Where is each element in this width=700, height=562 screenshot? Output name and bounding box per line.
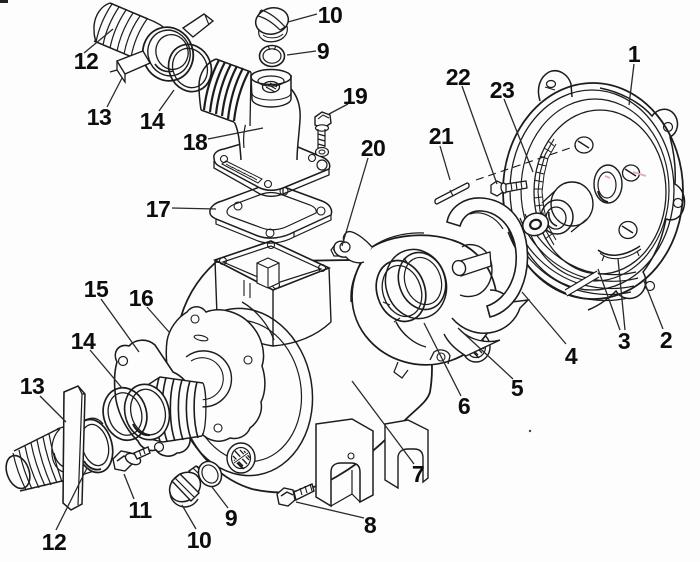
svg-text:4: 4 xyxy=(565,343,578,369)
svg-text:10: 10 xyxy=(318,2,343,28)
svg-text:14: 14 xyxy=(140,108,165,134)
svg-text:14: 14 xyxy=(71,328,96,354)
svg-text:16: 16 xyxy=(129,285,154,311)
svg-text:12: 12 xyxy=(74,48,99,74)
svg-text:8: 8 xyxy=(364,512,377,538)
svg-text:3: 3 xyxy=(618,328,630,354)
svg-text:13: 13 xyxy=(87,104,112,130)
svg-text:21: 21 xyxy=(429,123,454,149)
svg-text:19: 19 xyxy=(343,83,368,109)
svg-text:23: 23 xyxy=(490,77,515,103)
svg-text:6: 6 xyxy=(458,393,470,419)
svg-text:20: 20 xyxy=(361,135,386,161)
svg-text:12: 12 xyxy=(42,529,67,555)
svg-text:11: 11 xyxy=(128,497,152,523)
svg-text:9: 9 xyxy=(225,505,237,531)
svg-text:17: 17 xyxy=(146,196,171,222)
svg-text:13: 13 xyxy=(20,373,45,399)
svg-text:7: 7 xyxy=(412,461,424,487)
svg-text:22: 22 xyxy=(446,64,471,90)
svg-text:15: 15 xyxy=(84,276,109,302)
svg-text:9: 9 xyxy=(317,38,329,64)
svg-text:10: 10 xyxy=(187,527,212,553)
svg-text:18: 18 xyxy=(183,129,208,155)
svg-text:5: 5 xyxy=(511,375,524,401)
svg-text:1: 1 xyxy=(628,41,641,67)
svg-text:2: 2 xyxy=(660,327,672,353)
